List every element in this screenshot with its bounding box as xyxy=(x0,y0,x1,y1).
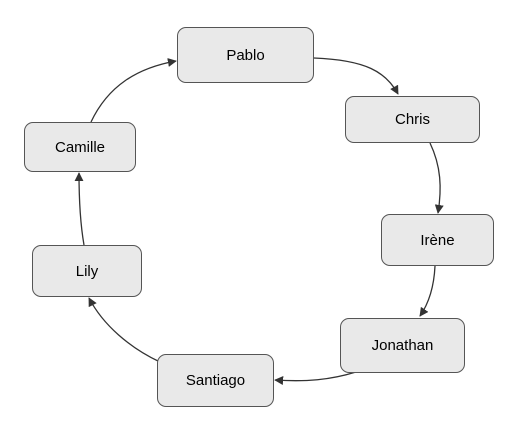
node-label: Camille xyxy=(54,138,105,156)
node-chris: Chris xyxy=(345,96,480,143)
node-pablo: Pablo xyxy=(177,27,314,83)
edge-camille-pablo xyxy=(90,58,177,123)
node-santiago: Santiago xyxy=(157,354,274,407)
node-label: Chris xyxy=(394,111,430,128)
node-label: Jonathan xyxy=(371,337,434,354)
node-label: Irène xyxy=(420,231,455,249)
edge-irene-jonathan xyxy=(419,265,436,317)
node-camille: Camille xyxy=(24,122,136,172)
edge-santiago-lily xyxy=(88,297,161,363)
node-label: Santiago xyxy=(185,372,246,389)
node-label: Pablo xyxy=(226,46,265,64)
edge-chris-irene xyxy=(429,142,444,214)
node-jonathan: Jonathan xyxy=(340,318,465,373)
edge-lily-camille xyxy=(74,172,85,246)
edge-jonathan-santiago xyxy=(274,371,357,386)
node-irene: Irène xyxy=(381,214,494,266)
edge-pablo-chris xyxy=(313,57,399,95)
node-lily: Lily xyxy=(32,245,142,297)
node-label: Lily xyxy=(75,262,99,280)
